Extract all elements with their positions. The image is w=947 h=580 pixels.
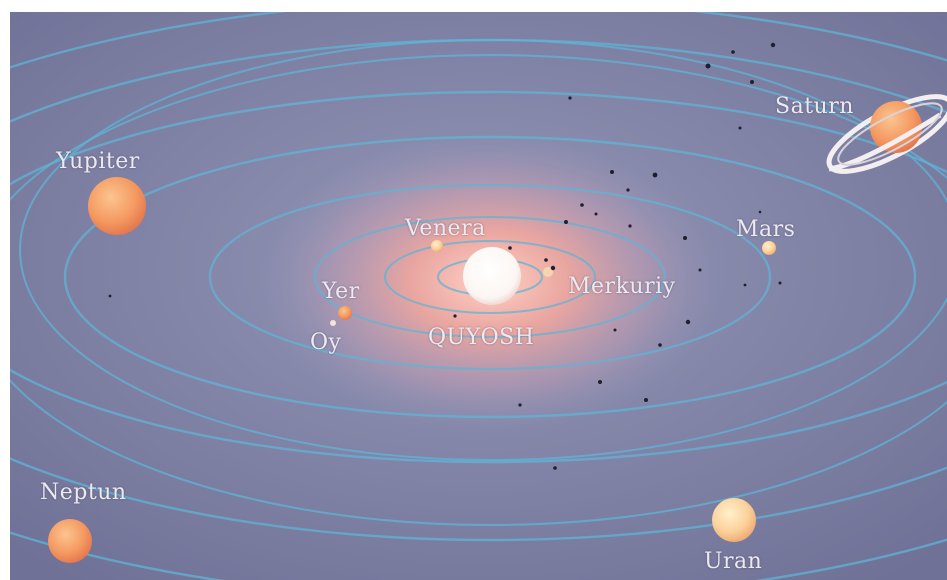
- asteroid-speck: [652, 172, 658, 178]
- orbits: [10, 12, 947, 580]
- asteroid-speck: [626, 188, 630, 192]
- asteroid-speck: [738, 126, 742, 130]
- label-merkuriy: Merkuriy: [568, 274, 676, 299]
- label-venera: Venera: [405, 216, 486, 241]
- asteroid-speck: [518, 403, 522, 407]
- saturn-ring-front: [828, 112, 942, 172]
- planet-saturn: [826, 94, 947, 174]
- planet-uran: [712, 498, 756, 542]
- asteroid-speck: [628, 224, 632, 228]
- asteroid-speck: [544, 258, 548, 262]
- solar-system-diagram: QUYOSH Merkuriy Venera Yer Oy Mars Yupit…: [10, 12, 947, 580]
- asteroid-speck: [698, 268, 702, 272]
- asteroid-speck: [743, 283, 747, 287]
- asteroid-speck: [731, 50, 735, 54]
- solar-system-illustration: [10, 12, 947, 580]
- orbit-saturn: [10, 90, 947, 464]
- orbit-venera: [384, 240, 596, 314]
- planet-venera: [431, 240, 443, 252]
- asteroid-speck: [778, 281, 782, 285]
- label-yer: Yer: [322, 279, 360, 304]
- planet-yupiter: [88, 177, 146, 235]
- asteroid-speck: [750, 80, 754, 84]
- planet-yer: [338, 306, 352, 320]
- orbit-outer-2: [19, 39, 947, 461]
- asteroid-speck: [613, 328, 617, 332]
- asteroid-speck: [683, 236, 687, 240]
- planet-merkuriy: [543, 267, 553, 277]
- asteroid-speck: [568, 96, 572, 100]
- orbit-yupiter: [63, 135, 917, 419]
- asteroid-speck: [705, 63, 711, 69]
- asteroid-speck: [644, 398, 648, 402]
- asteroid-speck: [658, 343, 662, 347]
- label-saturn: Saturn: [775, 94, 854, 119]
- asteroid-speck: [758, 210, 762, 214]
- saturn-body: [870, 101, 922, 153]
- planet-mars: [762, 241, 776, 255]
- asteroid-speck: [685, 319, 691, 325]
- asteroid-speck: [594, 212, 598, 216]
- sun: [463, 247, 521, 305]
- asteroid-speck: [553, 466, 557, 470]
- asteroid-speck: [550, 265, 556, 271]
- asteroid-speck: [508, 246, 512, 250]
- label-quyosh: QUYOSH: [428, 325, 535, 350]
- orbit-outer: [10, 54, 947, 526]
- label-yupiter: Yupiter: [56, 149, 140, 174]
- label-uran: Uran: [704, 549, 763, 574]
- asteroid-belt: [108, 42, 782, 470]
- asteroid-speck: [598, 380, 602, 384]
- asteroid-speck: [580, 203, 584, 207]
- asteroid-speck: [610, 170, 614, 174]
- orbit-yer: [314, 216, 666, 338]
- orbit-mars: [208, 183, 772, 371]
- moon-oy: [330, 320, 336, 326]
- asteroid-speck: [770, 42, 776, 48]
- label-mars: Mars: [736, 217, 796, 242]
- asteroid-speck: [564, 220, 568, 224]
- asteroid-speck: [108, 294, 112, 298]
- saturn-ring-inner: [837, 102, 943, 166]
- label-neptun: Neptun: [40, 480, 127, 505]
- asteroid-speck: [453, 314, 457, 318]
- label-oy: Oy: [310, 330, 342, 355]
- planet-neptun: [48, 519, 92, 563]
